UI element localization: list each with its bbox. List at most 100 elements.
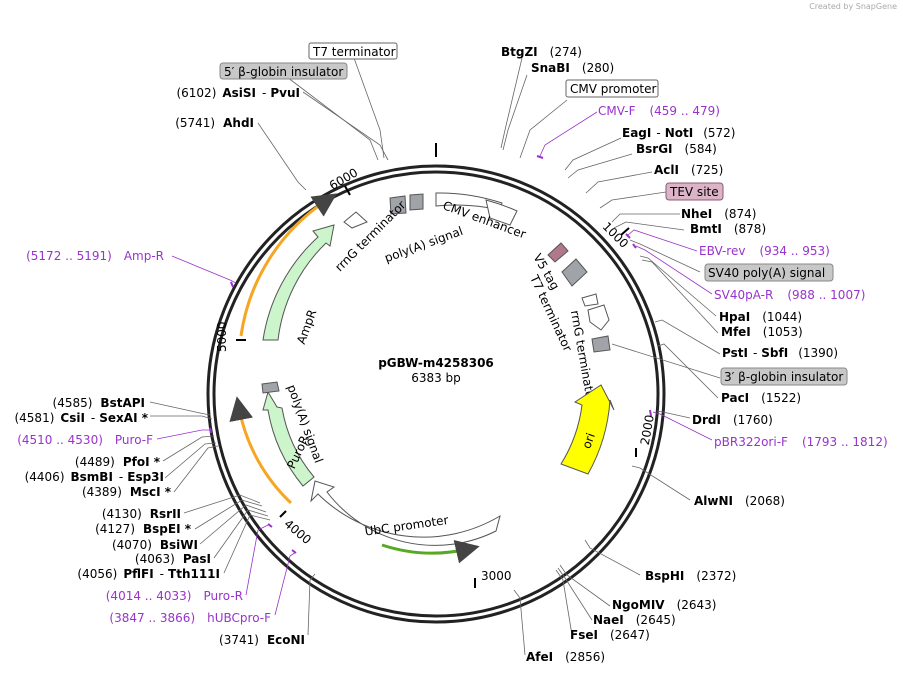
site-snabi[interactable]: SnaBI(280) (531, 61, 614, 75)
primer-sv40par[interactable]: SV40pA-R(988 .. 1007) (714, 288, 865, 302)
leader-lines (149, 57, 721, 656)
label-polya-signal-top: poly(A) signal (383, 224, 465, 265)
feature-sv40-left[interactable] (261, 381, 280, 394)
site-bsmbi-esp3i[interactable]: (4406)BsmBI-Esp3I (25, 470, 164, 484)
label-ampR: AmpR (294, 308, 319, 346)
primer-hubcpro-f[interactable]: (3847 .. 3866)hUBCpro-F (109, 611, 271, 625)
marker-cmvf (536, 155, 544, 159)
primer-puro-r[interactable]: (4014 .. 4033)Puro-R (106, 589, 243, 603)
feature-cmv-enhancer-2[interactable] (485, 199, 518, 226)
label-tev-site: TEV site (669, 185, 719, 199)
site-ahdi[interactable]: (5741)AhdI (175, 116, 254, 130)
marker-ebvrev (625, 233, 631, 239)
label-3-bglobin: 3′ β-globin insulator (724, 370, 843, 384)
site-alwni[interactable]: AlwNI(2068) (694, 494, 785, 508)
feature-rrng-term-arrow[interactable] (587, 304, 610, 331)
box-t7-terminator (308, 42, 398, 60)
site-eagi-noti[interactable]: EagI-NotI(572) (622, 126, 735, 140)
site-ngomiv[interactable]: NgoMIV(2643) (612, 598, 716, 612)
primer-pbr322ori-f[interactable]: pBR322ori-F(1793 .. 1812) (714, 435, 888, 449)
tick-label-3000: 3000 (481, 569, 512, 583)
primer-ebvrev[interactable]: EBV-rev(934 .. 953) (699, 244, 830, 258)
created-by-text: Created by (809, 2, 854, 11)
right-labels: BtgZI(274) SnaBI(280) CMV-F(459 .. 479) … (501, 45, 888, 664)
feature-ori[interactable] (560, 384, 615, 475)
tick-label-5000: 5000 (215, 321, 229, 352)
backbone-inner (212, 170, 660, 618)
feature-t7-term-arrow[interactable] (581, 293, 599, 307)
site-econi[interactable]: (3741)EcoNI (219, 633, 305, 647)
label-ori: ori (579, 431, 597, 450)
site-mfei[interactable]: MfeI(1053) (721, 325, 803, 339)
site-fsei[interactable]: FseI(2647) (570, 628, 650, 642)
primer-cmvf[interactable]: CMV-F(459 .. 479) (598, 104, 720, 118)
box-3-bglobin (720, 367, 848, 386)
box-tev-site (665, 182, 724, 201)
backbone-outer (206, 164, 666, 624)
marker-purof (209, 427, 212, 434)
arc-amp-orange (239, 193, 338, 337)
feature-bglobin-5[interactable] (409, 193, 424, 211)
marker-pbr (649, 409, 652, 417)
arc-puro-orange (229, 396, 293, 505)
label-ubc-promoter: UbC promoter (364, 513, 449, 539)
marker-hubc (291, 549, 297, 554)
site-pfoi[interactable]: (4489)PfoI * (75, 455, 161, 469)
site-msci[interactable]: (4389)MscI * (82, 485, 172, 499)
site-bsphi[interactable]: BspHI(2372) (645, 569, 736, 583)
box-cmv-promoter (565, 79, 659, 98)
label-5-bglobin: 5′ β-globin insulator (224, 65, 343, 79)
tick-marks (236, 185, 637, 588)
site-hpai[interactable]: HpaI(1044) (719, 310, 802, 324)
plasmid-name: pGBW-m4258306 (378, 356, 494, 370)
site-asisi-pvui[interactable]: (6102)AsiSI-PvuI (176, 86, 300, 100)
primer-puro-f[interactable]: (4510 .. 4530)Puro-F (17, 433, 153, 447)
box-5-bglobin (219, 62, 348, 80)
feature-bglobin-3[interactable] (591, 335, 611, 353)
marker-puror (267, 523, 273, 528)
snapgene-branding: Created by SnapGene (809, 2, 897, 11)
feature-rrng-top[interactable] (343, 211, 368, 229)
site-pasi[interactable]: (4063)PasI (135, 552, 211, 566)
site-drdi[interactable]: DrdI(1760) (692, 413, 773, 427)
site-csii-sexai[interactable]: (4581)CsiI-SexAI * (14, 411, 148, 425)
tick-6000 (344, 185, 351, 196)
feature-sv40-polya[interactable] (561, 258, 588, 287)
feature-polya-top[interactable] (389, 195, 407, 215)
site-bmti[interactable]: BmtI(878) (690, 222, 766, 236)
marker-ampr (230, 281, 234, 288)
tick-label-4000: 4000 (281, 517, 313, 547)
left-labels: (6102)AsiSI-PvuI (5741)AhdI (5172 .. 519… (14, 86, 305, 647)
snapgene-logo-text: SnapGene (855, 2, 897, 11)
site-btgzi[interactable]: BtgZI(274) (501, 45, 582, 59)
site-bspei[interactable]: (4127)BspEI * (95, 522, 192, 536)
box-labels: T7 terminator 5′ β-globin insulator CMV … (219, 42, 848, 386)
box-sv40-polya (704, 263, 834, 282)
label-sv40-polya: SV40 poly(A) signal (708, 266, 825, 280)
tick-1000 (620, 227, 630, 236)
feature-ubc-promoter[interactable] (310, 480, 501, 546)
site-rsrii[interactable]: (4130)RsrII (102, 507, 181, 521)
site-acli[interactable]: AclI(725) (654, 163, 723, 177)
primer-markers (209, 155, 652, 554)
site-naei[interactable]: NaeI(2645) (593, 613, 676, 627)
site-pflfi-tth111i[interactable]: (4056)PflFI-Tth111I (77, 567, 220, 581)
marker-sv40par (632, 243, 637, 249)
site-paci[interactable]: PacI(1522) (721, 391, 801, 405)
feature-ampR[interactable] (262, 224, 335, 341)
site-bsiwi[interactable]: (4070)BsiWI (112, 538, 198, 552)
site-nhei[interactable]: NheI(874) (681, 207, 756, 221)
site-afei[interactable]: AfeI(2856) (526, 650, 605, 664)
label-t7-terminator-box: T7 terminator (312, 45, 396, 59)
primer-amp-r[interactable]: (5172 .. 5191)Amp-R (26, 249, 164, 263)
site-bsrgi[interactable]: BsrGI(584) (636, 142, 717, 156)
tick-label-2000: 2000 (638, 414, 657, 447)
feature-tev-site[interactable] (547, 242, 569, 263)
tick-4000 (279, 510, 287, 518)
arc-hubc-green (381, 539, 480, 564)
site-bstapi[interactable]: (4585)BstAPI (53, 396, 145, 410)
plasmid-length: 6383 bp (411, 371, 461, 385)
site-psti-sbfi[interactable]: PstI-SbfI(1390) (722, 346, 838, 360)
label-rrng-terminator-top: rrnG terminator (332, 198, 408, 274)
